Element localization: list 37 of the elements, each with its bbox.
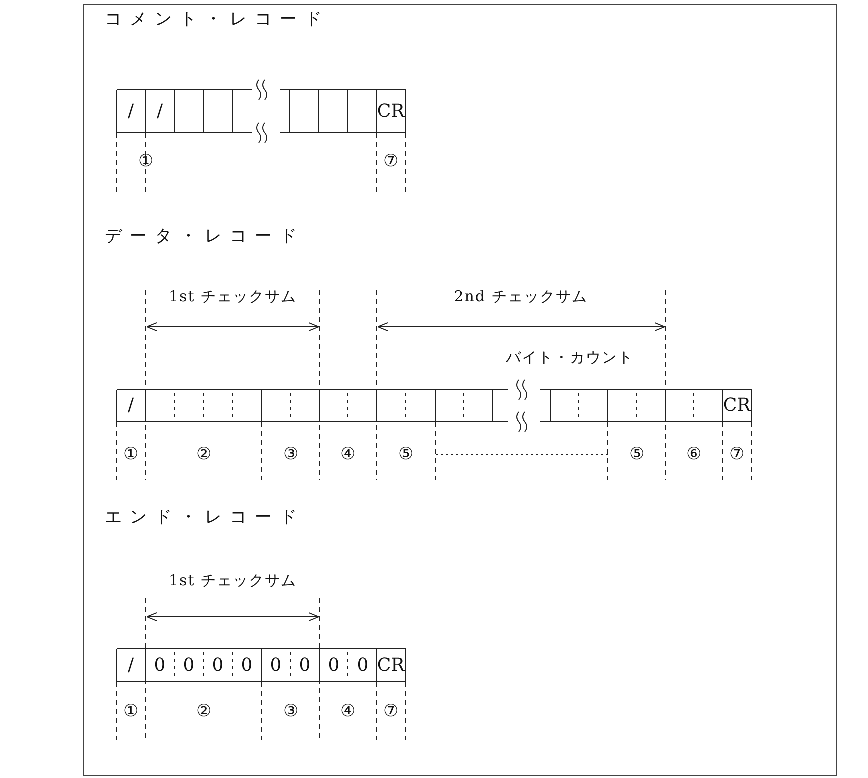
field-number: ③ [284, 446, 298, 464]
field-number: ⑦ [384, 154, 398, 170]
field-number: ① [124, 446, 138, 464]
cell-label: CR [723, 397, 751, 415]
field-number: ⑥ [686, 446, 702, 464]
section-heading: データ・レコード [105, 228, 305, 246]
cell-label: 0 [241, 657, 253, 675]
section-heading: エンド・レコード [105, 510, 305, 526]
cell-label: 0 [328, 657, 340, 675]
field-number: ④ [340, 704, 356, 720]
cell-label: 0 [154, 657, 166, 675]
cell-label: CR [377, 657, 405, 675]
cell-label: 0 [183, 657, 195, 675]
field-number: ③ [284, 704, 298, 720]
section-heading: コメント・レコード [105, 12, 330, 28]
cell-label: CR [377, 103, 405, 121]
field-number: ② [196, 446, 212, 464]
cell-label: / [156, 103, 164, 121]
cell-label: / [128, 397, 134, 415]
dimension-label: 1st チェックサム [168, 290, 298, 304]
cell-label: 0 [299, 657, 311, 675]
field-number: ① [124, 704, 138, 720]
cell-label: 0 [212, 657, 224, 675]
field-number: ② [196, 704, 212, 720]
field-number: ① [138, 154, 154, 170]
field-number: ④ [340, 446, 356, 464]
dimension-label: バイト・カウント [506, 350, 634, 366]
cell-label: / [128, 103, 134, 121]
dimension-label: 2nd チェックサム [454, 290, 588, 304]
field-number: ⑤ [398, 446, 414, 464]
cell-label: 0 [357, 657, 369, 675]
cell-label: / [128, 657, 134, 675]
field-number: ⑦ [730, 446, 744, 464]
dimension-label: 1st チェックサム [168, 574, 298, 588]
cell-label: 0 [270, 657, 282, 675]
field-number: ⑦ [384, 704, 398, 720]
field-number: ⑤ [630, 446, 644, 464]
